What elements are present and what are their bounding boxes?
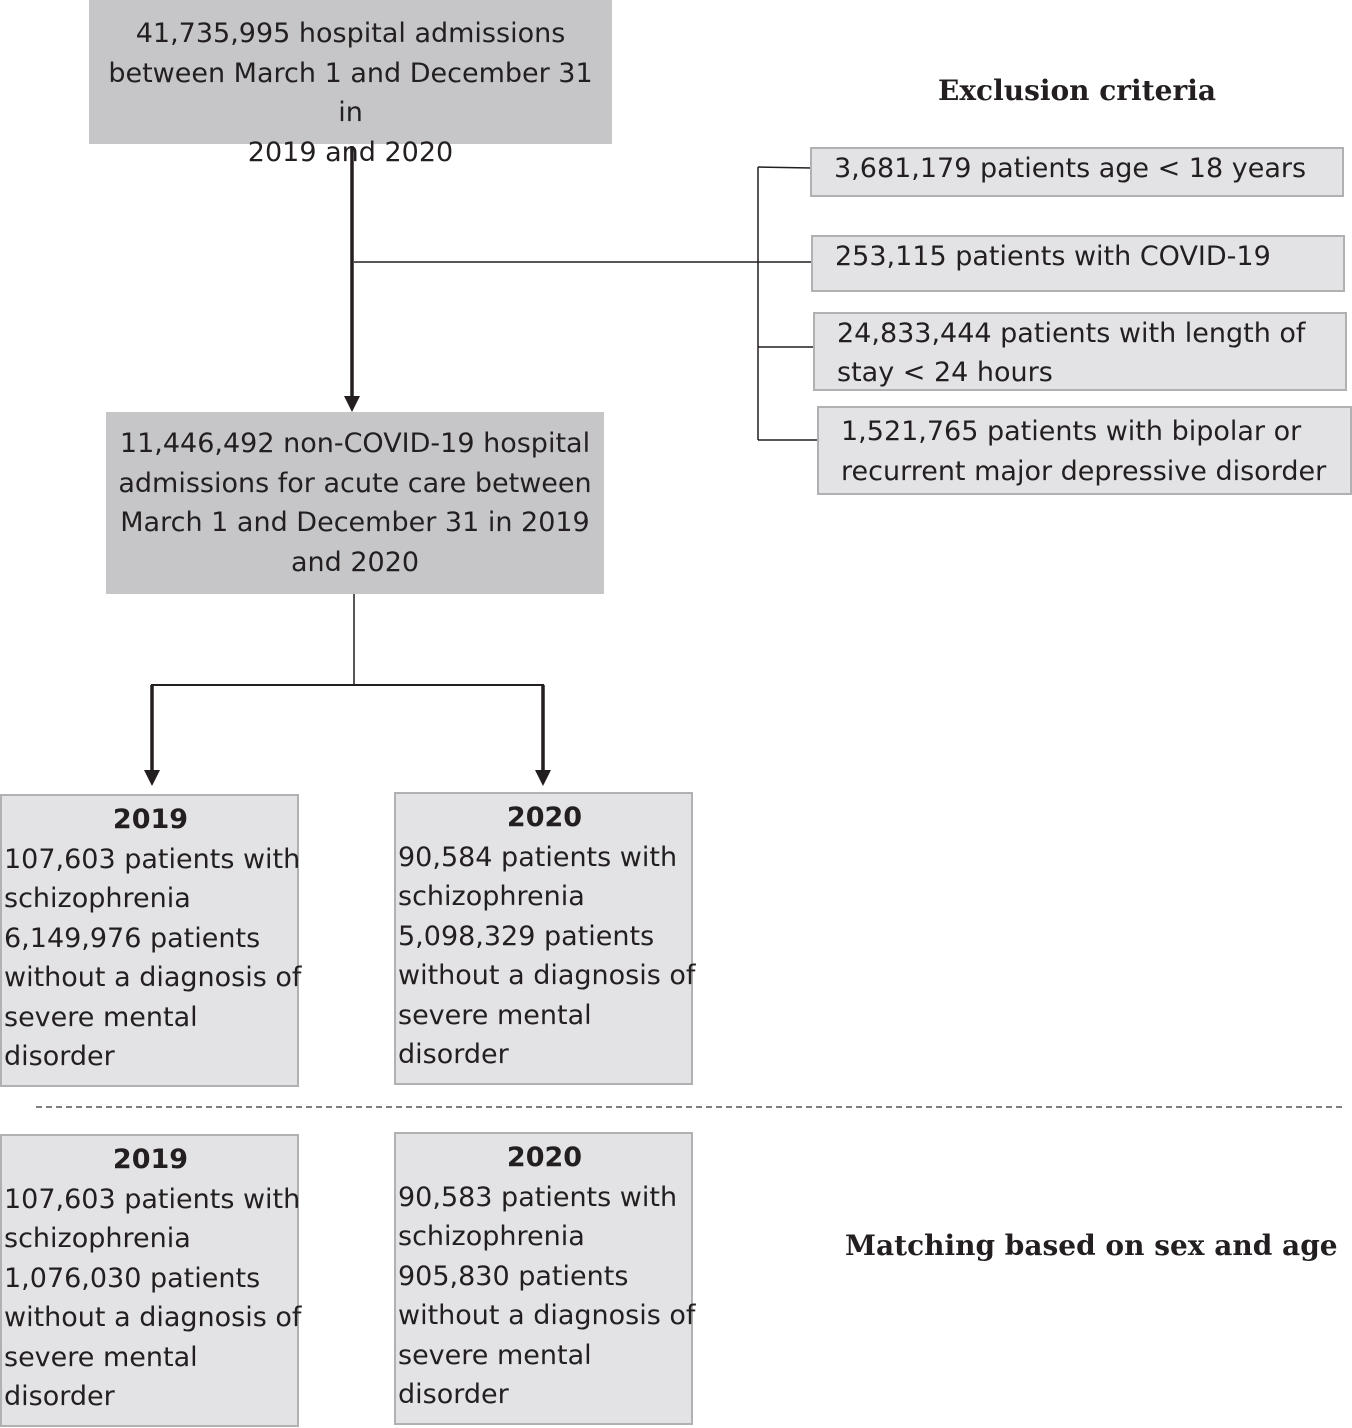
exclusion-los-line-2: stay < 24 hours	[837, 357, 1053, 388]
cohort-2019-line-4: without a diagnosis of	[4, 962, 302, 993]
exclusion-covid: 253,115 patients with COVID-19	[811, 235, 1345, 292]
exclusion-tick-1	[757, 166, 813, 169]
cohort-2020-line-1: 90,584 patients with	[398, 841, 678, 873]
initial-line-3: 2019 and 2020	[247, 136, 454, 168]
cohort-2019-line-6: disorder	[4, 1041, 115, 1072]
initial-line-1: 41,735,995 hospital admissions	[135, 18, 566, 49]
eligible-line-3: March 1 and December 31 in 2019	[120, 507, 590, 538]
exclusion-length-of-stay: 24,833,444 patients with length of stay …	[813, 312, 1347, 391]
cohort-2020-year: 2020	[506, 802, 583, 833]
arrow-2019-head	[144, 770, 160, 786]
exclusion-criteria-title: Exclusion criteria	[938, 74, 1216, 107]
cohort-2020-line-4: without a diagnosis of	[398, 960, 696, 991]
exclusion-age-line-1: 3,681,179 patients age < 18 years	[834, 153, 1307, 184]
eligible-line-4: and 2020	[290, 546, 420, 578]
cohort-2020-box: 2020 90,584 patients with schizophrenia …	[394, 792, 696, 1085]
matched-2020-line-5: severe mental	[398, 1339, 592, 1371]
cohort-2020-line-3: 5,098,329 patients	[398, 920, 655, 952]
exclusion-bipolar-mdd: 1,521,765 patients with bipolar or recur…	[817, 406, 1352, 495]
cohort-2019-line-3: 6,149,976 patients	[4, 922, 261, 954]
exclusion-age: 3,681,179 patients age < 18 years	[810, 147, 1344, 197]
matching-label: Matching based on sex and age	[845, 1229, 1338, 1262]
main-flow-arrowhead	[344, 396, 360, 412]
exclusion-covid-line-1: 253,115 patients with COVID-19	[835, 241, 1271, 272]
cohort-2019-year: 2019	[112, 804, 189, 835]
matched-2019-line-6: disorder	[4, 1381, 115, 1412]
matched-2020-line-1: 90,583 patients with	[398, 1181, 678, 1213]
cohort-2019-line-2: schizophrenia	[4, 883, 191, 914]
cohort-2020-line-2: schizophrenia	[398, 881, 585, 912]
matched-2020-line-2: schizophrenia	[398, 1221, 585, 1252]
matched-2020-year: 2020	[506, 1142, 583, 1173]
initial-line-2: between March 1 and December 31 in	[108, 57, 593, 129]
matched-2019-line-2: schizophrenia	[4, 1223, 191, 1254]
eligible-line-2: admissions for acute care between	[118, 467, 592, 499]
matched-2019-year: 2019	[112, 1144, 189, 1175]
matched-2019-line-1: 107,603 patients with	[4, 1183, 301, 1215]
cohort-2019-line-1: 107,603 patients with	[4, 843, 301, 875]
matched-2020-line-3: 905,830 patients	[398, 1260, 629, 1292]
arrow-2020-head	[535, 770, 551, 786]
matched-2020-line-6: disorder	[398, 1379, 509, 1410]
matched-2020-line-4: without a diagnosis of	[398, 1300, 696, 1331]
matched-2019-line-4: without a diagnosis of	[4, 1302, 302, 1333]
cohort-2019-line-5: severe mental	[4, 1001, 198, 1033]
cohort-2019-box: 2019 107,603 patients with schizophrenia…	[0, 794, 302, 1087]
exclusion-bipolar-line-2: recurrent major depressive disorder	[841, 455, 1327, 487]
cohort-2020-line-6: disorder	[398, 1039, 509, 1070]
eligible-admissions-box: 11,446,492 non-COVID-19 hospital admissi…	[106, 412, 604, 594]
exclusion-los-line-1: 24,833,444 patients with length of	[837, 318, 1306, 349]
matched-2020-box: 2020 90,583 patients with schizophrenia …	[394, 1132, 696, 1425]
cohort-2020-line-5: severe mental	[398, 999, 592, 1031]
exclusion-bipolar-line-1: 1,521,765 patients with bipolar or	[841, 416, 1302, 447]
matched-2019-line-5: severe mental	[4, 1341, 198, 1373]
eligible-line-1: 11,446,492 non-COVID-19 hospital	[119, 428, 591, 459]
matched-2019-box: 2019 107,603 patients with schizophrenia…	[0, 1134, 302, 1427]
initial-admissions-box: 41,735,995 hospital admissions between M…	[89, 0, 612, 168]
matched-2019-line-3: 1,076,030 patients	[4, 1262, 261, 1294]
